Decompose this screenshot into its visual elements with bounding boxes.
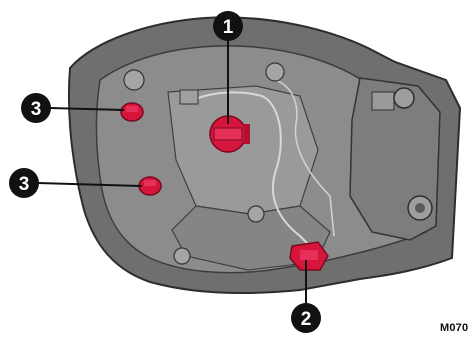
callout-2: 2 [291,303,321,333]
mounting-post-left-upper [124,70,144,90]
callout-3b: 3 [9,168,39,198]
bulb-socket-3-lower [139,177,161,195]
hinge-clip-top [180,90,198,104]
callout-1: 1 [213,11,243,41]
callout-3a: 3 [21,93,51,123]
callout-3a-number: 3 [31,99,42,120]
mounting-post-left-lower [174,248,190,264]
bulb-socket-3-upper [121,103,143,121]
figure-code-label: M070 [440,322,468,334]
callout-3b-number: 3 [19,174,30,195]
mounting-post-top [266,63,284,81]
bracket-tab-upper [372,92,394,110]
callout-1-number: 1 [223,17,234,38]
mounting-stud-right-lower-inner [415,203,425,213]
mounting-stud-right-upper [394,88,414,108]
callout-2-number: 2 [301,309,312,330]
mounting-post-center-lower [248,206,264,222]
